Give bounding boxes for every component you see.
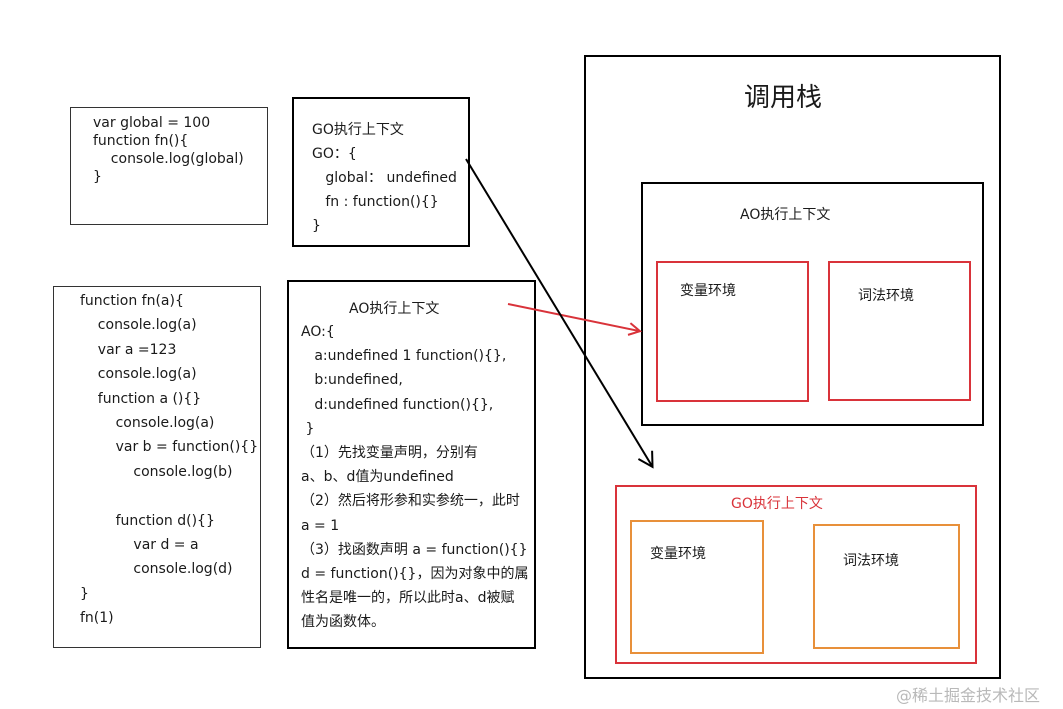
text-line: function a (){} xyxy=(80,390,202,407)
text-line: function fn(a){ xyxy=(80,293,184,309)
text-line: d = function(){}，因为对象中的属 xyxy=(301,566,529,583)
go-frame-title: GO执行上下文 xyxy=(731,496,823,512)
text-line: AO:{ xyxy=(301,324,335,340)
text-line: a、b、d值为undefined xyxy=(301,469,454,486)
text-line: console.log(global) xyxy=(93,151,244,167)
ao-lexical-environment: 词法环境 xyxy=(828,261,971,401)
code-lines: var global = 100 function fn(){ console.l… xyxy=(93,114,244,186)
text-line: a:undefined 1 function(){}, xyxy=(301,348,507,365)
text-line: （1）先找变量声明，分别有 xyxy=(301,445,478,462)
go-var-env-label: 变量环境 xyxy=(650,546,706,562)
text-line: 值为函数体。 xyxy=(301,614,385,631)
text-line: a = 1 xyxy=(301,517,340,534)
text-line: b:undefined, xyxy=(301,372,403,389)
text-line: var a =123 xyxy=(80,341,177,358)
go-lexical-environment: 词法环境 xyxy=(813,524,960,649)
text-line: （2）然后将形参和实参统一，此时 xyxy=(301,493,520,510)
text-line: function d(){} xyxy=(80,512,215,529)
code-box-fn: function fn(a){ console.log(a) var a =12… xyxy=(53,286,261,648)
ao-frame-title: AO执行上下文 xyxy=(740,207,831,223)
text-line: console.log(a) xyxy=(80,415,215,432)
text-line: } xyxy=(93,169,102,185)
text-line: console.log(a) xyxy=(80,317,197,334)
ao-var-env-label: 变量环境 xyxy=(680,283,736,299)
go-variable-environment: 变量环境 xyxy=(630,520,764,654)
go-context-box: GO执行上下文 GO：{ global： undefined fn : funct… xyxy=(292,97,470,247)
code-lines: function fn(a){ console.log(a) var a =12… xyxy=(80,289,258,631)
ao-context-box: AO执行上下文 AO:{ a:undefined 1 function(){},… xyxy=(287,280,536,649)
text-line: GO：{ xyxy=(312,146,357,162)
ao-context-title: AO执行上下文 xyxy=(349,301,440,317)
text-line: console.log(d) xyxy=(80,561,233,578)
text-line: 性名是唯一的，所以此时a、d被赋 xyxy=(301,590,515,607)
text-line: } xyxy=(301,420,315,437)
go-lex-env-label: 词法环境 xyxy=(843,553,899,569)
ao-variable-environment: 变量环境 xyxy=(656,261,809,402)
text-line: console.log(b) xyxy=(80,463,233,480)
text-line: fn(1) xyxy=(80,610,114,627)
call-stack-title: 调用栈 xyxy=(744,83,823,113)
ao-lex-env-label: 词法环境 xyxy=(858,288,914,304)
ao-context-lines: AO:{ a:undefined 1 function(){}, b:undef… xyxy=(301,320,528,635)
text-line: function fn(){ xyxy=(93,133,189,149)
text-line: } xyxy=(312,218,321,234)
text-line: var b = function(){} xyxy=(80,439,259,456)
text-line xyxy=(80,484,258,508)
text-line: （3）找函数声明 a = function(){} xyxy=(301,541,528,558)
text-line: } xyxy=(80,585,89,602)
text-line: GO执行上下文 xyxy=(312,122,404,138)
text-line: var d = a xyxy=(80,537,199,554)
text-line: console.log(a) xyxy=(80,366,197,383)
go-context-lines: GO执行上下文 GO：{ global： undefined fn : funct… xyxy=(312,118,457,238)
text-line: global： undefined xyxy=(312,170,457,186)
text-line: var global = 100 xyxy=(93,115,211,131)
text-line: d:undefined function(){}, xyxy=(301,396,494,413)
watermark: @稀土掘金技术社区 xyxy=(896,686,1041,705)
code-box-global: var global = 100 function fn(){ console.l… xyxy=(70,107,268,225)
text-line: fn : function(){} xyxy=(312,194,439,210)
